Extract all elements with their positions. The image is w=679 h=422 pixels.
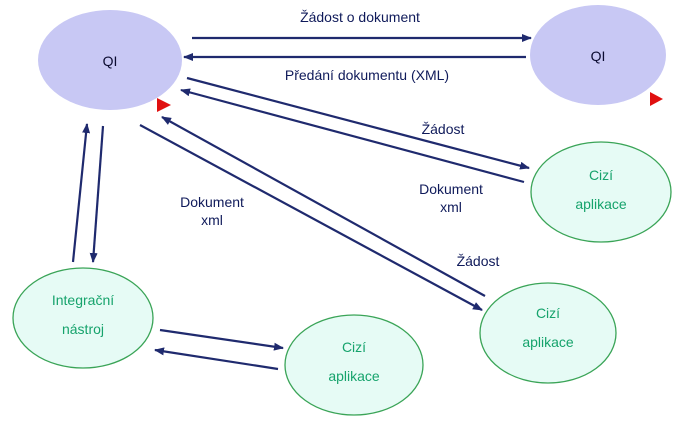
- node-qi-remote: QI: [530, 5, 666, 106]
- edge-label-document-app1-line1: Dokument: [419, 181, 483, 197]
- node-qi-main: QI: [38, 10, 182, 112]
- edge-label-request-document: Žádost o dokument: [300, 9, 420, 25]
- app-2-label-line2: aplikace: [522, 334, 574, 350]
- arrow-app3-to-integration: [154, 347, 279, 371]
- edge-label-hand-over-document: Předání dokumentu (XML): [285, 67, 449, 83]
- qi-main-marker-icon: [157, 98, 171, 112]
- qi-main-label: QI: [103, 53, 118, 69]
- integration-tool-label-line1: Integrační: [52, 292, 114, 308]
- app-2-label-line1: Cizí: [536, 305, 560, 321]
- node-integration-tool: Integrační nástroj: [12, 267, 154, 369]
- arrow-integration-to-app3: [159, 328, 284, 351]
- node-app-3: Cizí aplikace: [284, 314, 424, 416]
- app-3-label-line1: Cizí: [342, 339, 366, 355]
- node-app-2: Cizí aplikace: [479, 282, 617, 384]
- arrow-request-app2: [161, 116, 486, 297]
- node-app-1: Cizí aplikace: [530, 141, 672, 243]
- edge-label-document-app1-line2: xml: [440, 199, 462, 215]
- qi-remote-label: QI: [591, 48, 606, 64]
- integration-tool-label-line2: nástroj: [62, 321, 104, 337]
- app-1-label-line2: aplikace: [575, 196, 627, 212]
- arrow-document-app2: [139, 124, 483, 311]
- app-3-label-line2: aplikace: [328, 368, 380, 384]
- edge-label-document-app2-line2: xml: [201, 212, 223, 228]
- edge-label-request-app2: Žádost: [457, 253, 500, 269]
- arrow-qi-to-integration: [89, 125, 105, 263]
- qi-remote-marker-icon: [650, 92, 663, 106]
- arrow-request-app1: [186, 76, 530, 170]
- arrow-document-app1: [180, 88, 525, 184]
- edge-label-request-app1: Žádost: [422, 121, 465, 137]
- edge-label-document-app2-line1: Dokument: [180, 194, 244, 210]
- app-1-label-line1: Cizí: [589, 167, 613, 183]
- arrow-integration-to-qi: [71, 123, 91, 263]
